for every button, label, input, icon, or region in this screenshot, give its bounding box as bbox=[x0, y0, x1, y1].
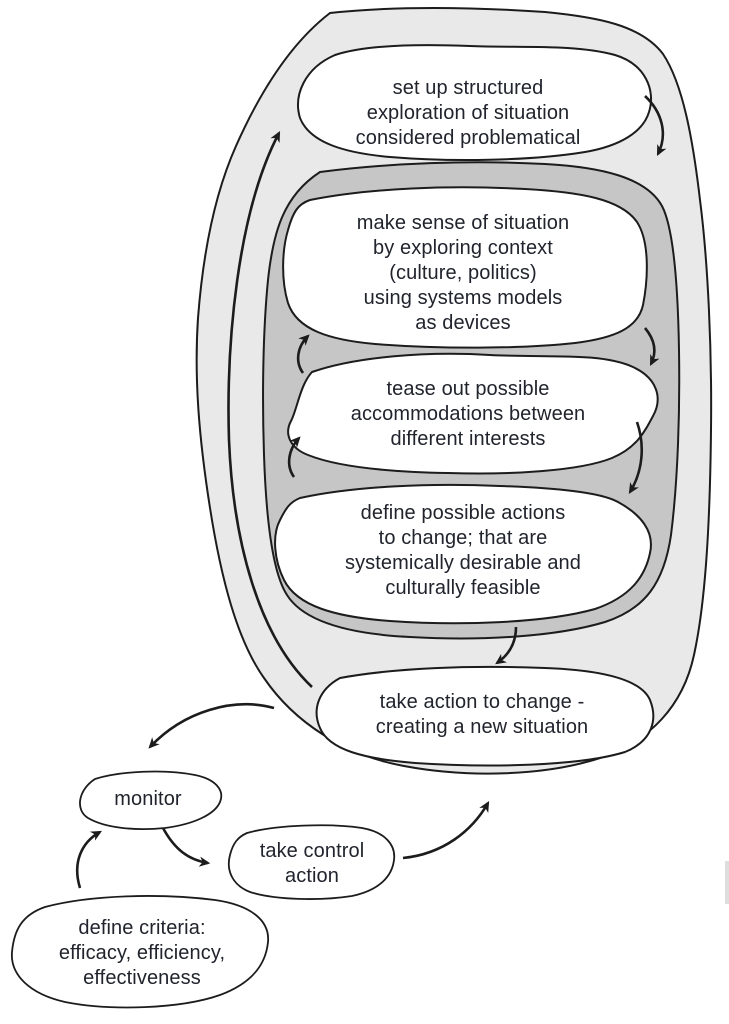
arrow-take-action-to-setup bbox=[227, 130, 313, 688]
node-define-criteria-label: define criteria: efficacy, efficiency, e… bbox=[58, 917, 226, 989]
node-take-action-blob bbox=[315, 665, 655, 767]
node-take-action-label: take action to change - creating a new s… bbox=[375, 691, 589, 738]
arrow-tease-out-to-define-actions bbox=[628, 421, 643, 494]
arrow-define-actions-to-tease-out bbox=[287, 436, 301, 478]
page-edge-artifact bbox=[725, 861, 729, 904]
node-monitor-blob bbox=[79, 770, 223, 831]
node-setup-blob bbox=[297, 44, 653, 161]
arrow-take-control-to-take-action bbox=[402, 801, 490, 860]
arrow-setup-to-make-sense bbox=[644, 95, 667, 157]
node-define-actions-blob bbox=[274, 483, 652, 625]
arrow-take-action-to-monitor bbox=[148, 703, 275, 749]
arrow-monitor-to-take-control bbox=[161, 827, 211, 867]
arrow-define-criteria-to-monitor bbox=[75, 830, 102, 889]
node-tease-out-label: tease out possible accommodations betwee… bbox=[350, 378, 586, 450]
node-tease-out-blob bbox=[287, 352, 659, 475]
arrow-make-sense-to-tease-out bbox=[643, 327, 660, 367]
node-take-control-label: take control action bbox=[259, 840, 365, 887]
node-define-actions-label: define possible actions to change; that … bbox=[344, 502, 582, 599]
arrow-tease-out-to-make-sense bbox=[296, 334, 310, 374]
node-make-sense-label: make sense of situation by exploring con… bbox=[356, 212, 570, 334]
node-take-control-blob bbox=[228, 824, 396, 900]
node-setup-label: set up structured exploration of situati… bbox=[355, 77, 581, 149]
node-define-criteria-blob bbox=[11, 895, 269, 1009]
arrow-define-actions-to-take-action bbox=[495, 626, 518, 665]
node-monitor-label: monitor bbox=[114, 788, 182, 810]
node-make-sense-blob bbox=[282, 186, 648, 349]
